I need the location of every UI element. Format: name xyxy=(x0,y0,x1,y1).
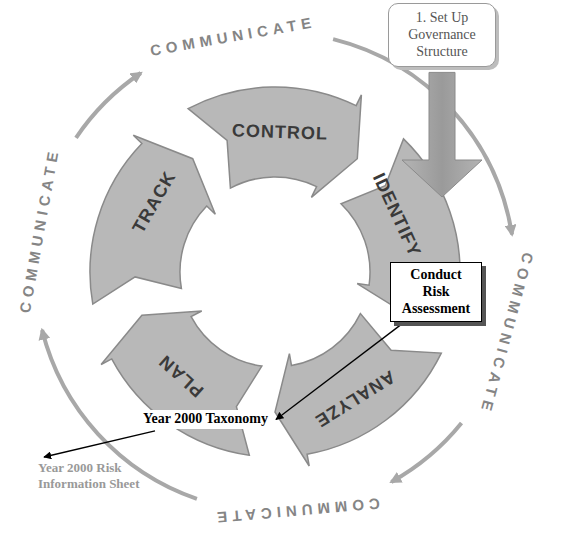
communicate-word: COMMUNICATE xyxy=(17,146,61,314)
communicate-word: COMMUNICATE xyxy=(149,14,317,58)
communicate-word: COMMUNICATE xyxy=(212,496,381,526)
cycle-arrow xyxy=(275,314,441,466)
communicate-ring-arrow xyxy=(333,39,512,234)
cycle-arrow xyxy=(188,87,361,197)
taxonomy-label: Year 2000 Taxonomy xyxy=(140,410,271,429)
assessment-box: Conduct Risk Assessment xyxy=(390,262,482,322)
leader-arrow xyxy=(44,431,155,457)
communicate-ring-arrow xyxy=(76,73,141,138)
governance-box: 1. Set Up Governance Structure xyxy=(388,3,496,67)
cycle-step: CONTROL xyxy=(232,121,329,142)
cycle-arrow xyxy=(90,135,215,304)
communicate-word: COMMUNICATE xyxy=(478,251,536,417)
communicate-ring-arrow xyxy=(391,423,461,482)
info-sheet-label: Year 2000 Risk Information Sheet xyxy=(38,460,166,493)
box-text: 1. Set Up Governance Structure xyxy=(394,10,490,60)
governance-arrow xyxy=(402,72,482,197)
box-text: Conduct Risk Assessment xyxy=(396,267,476,317)
cycle-arrow xyxy=(101,311,262,455)
